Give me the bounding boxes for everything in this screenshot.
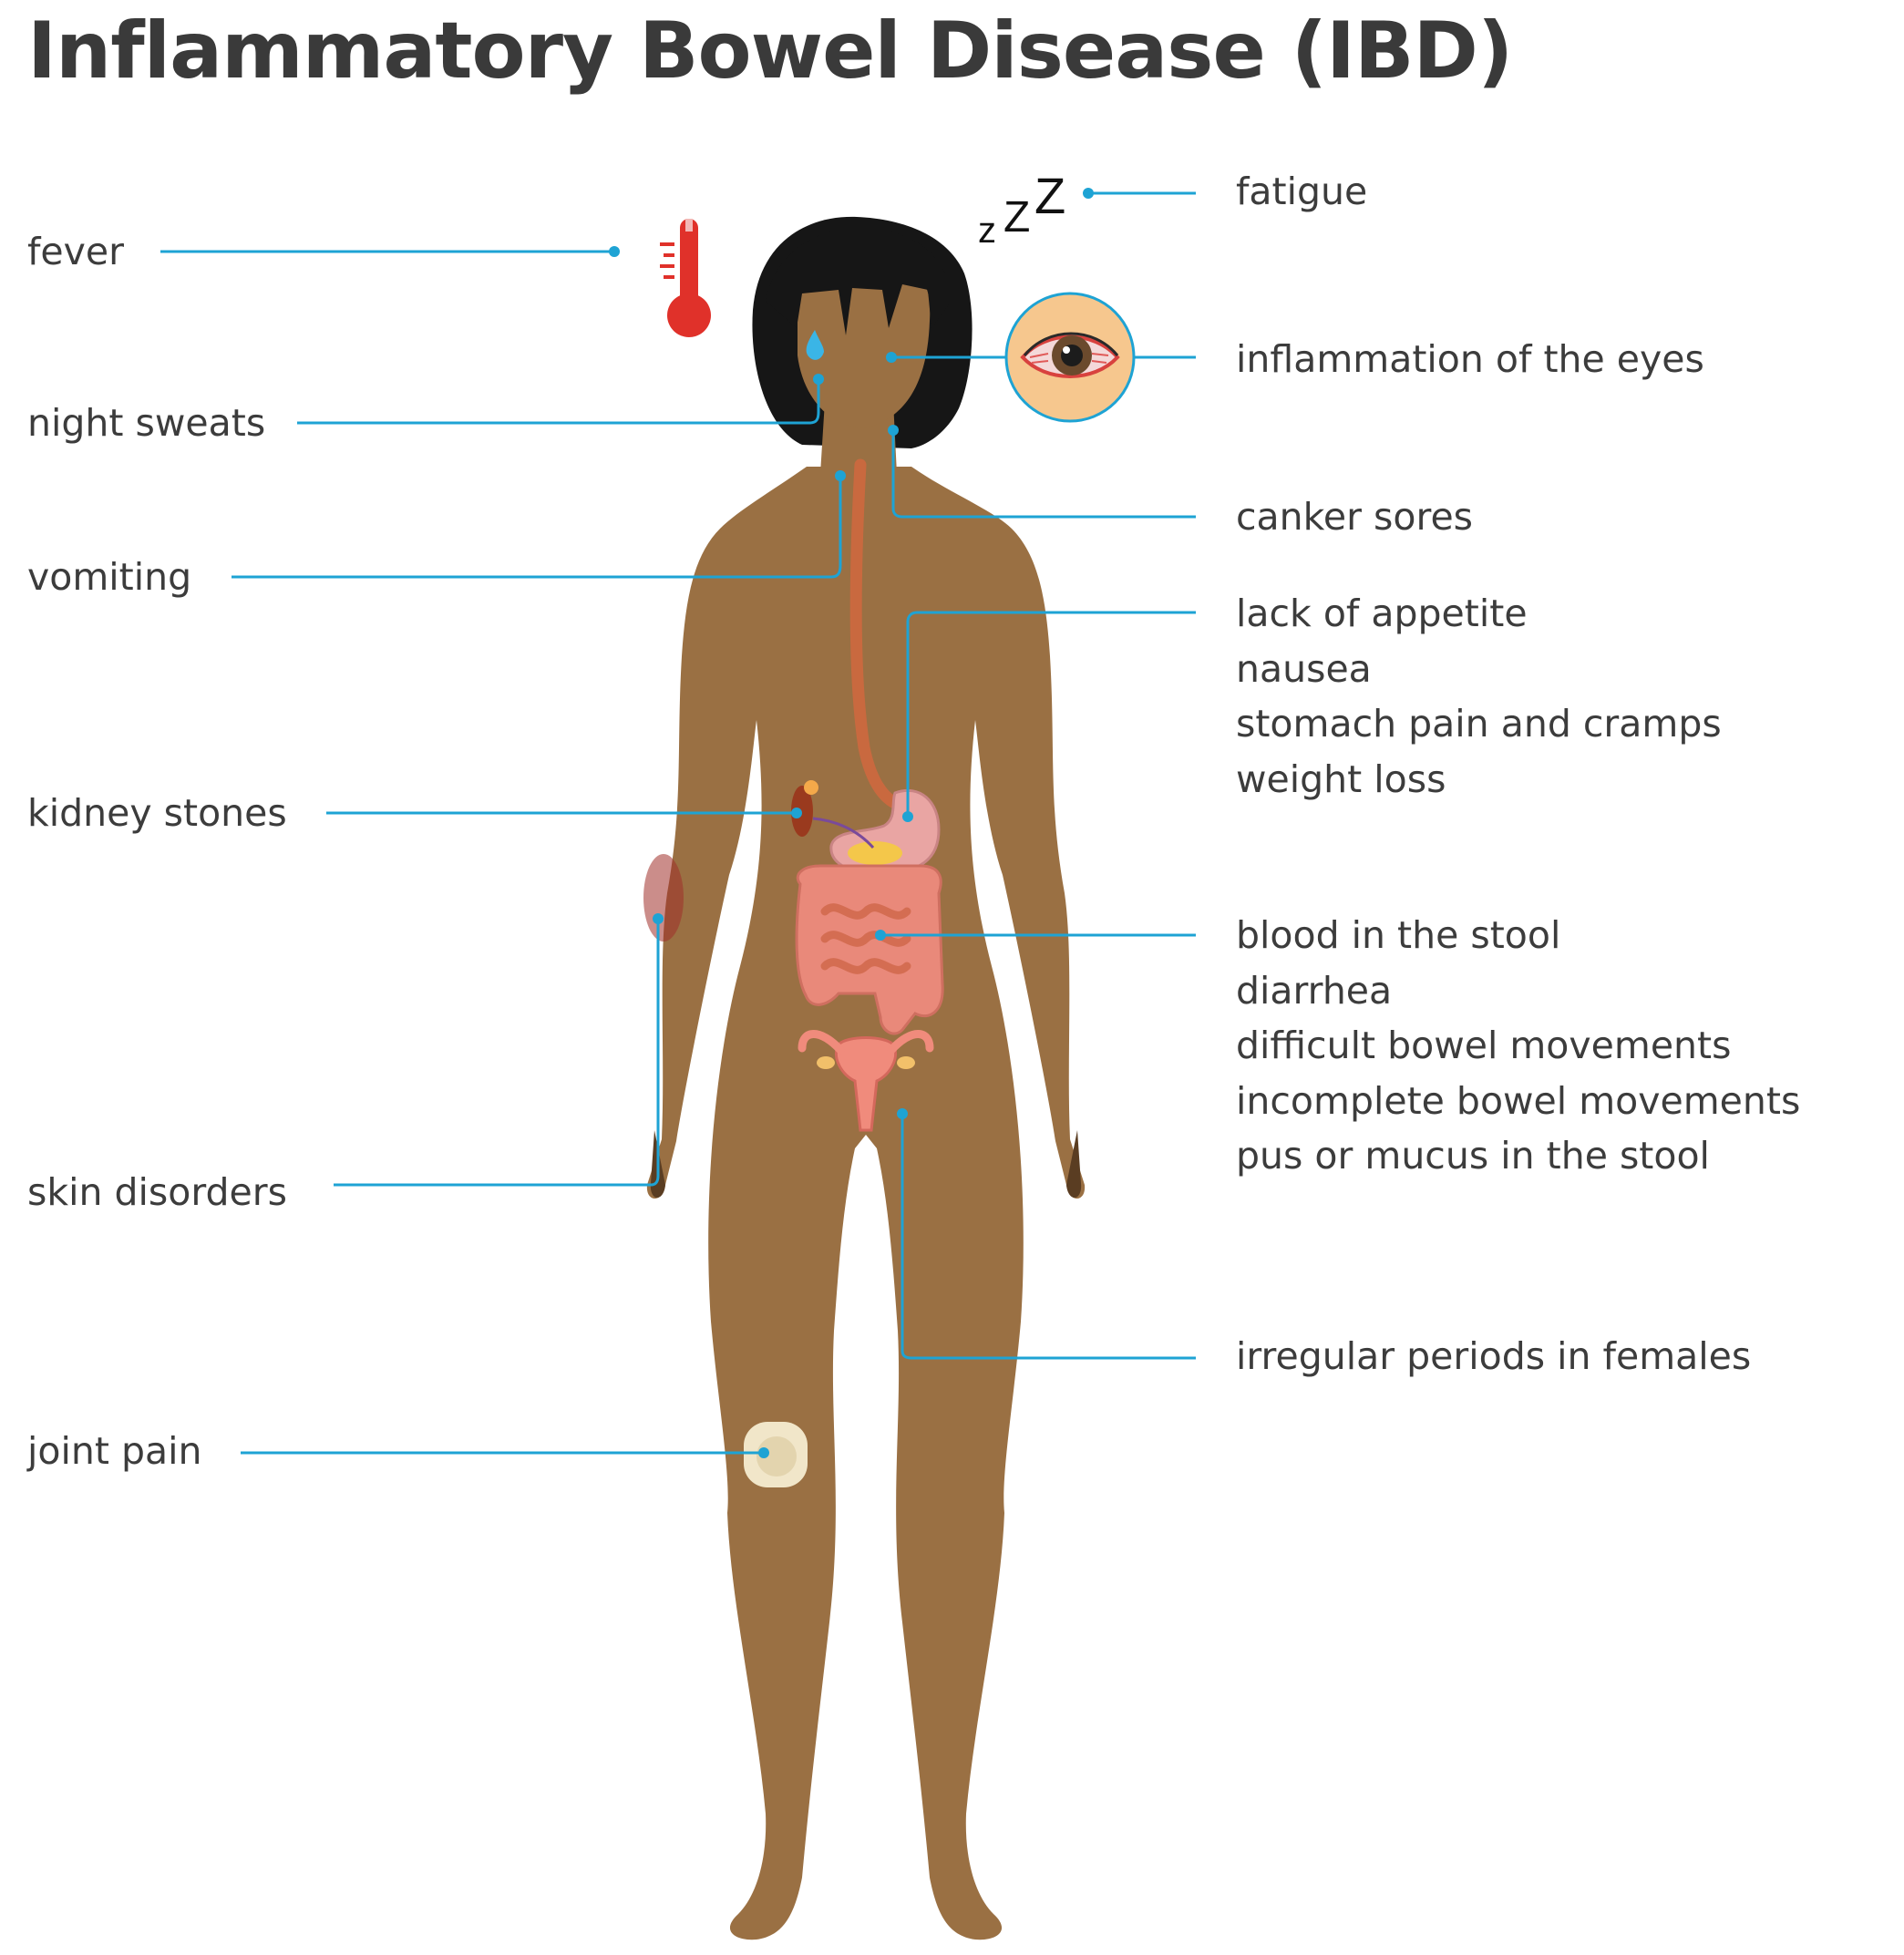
dot-eyes: [886, 352, 897, 363]
symptom-text: vomiting: [27, 555, 192, 599]
ureter: [812, 817, 875, 849]
torso-and-legs: [646, 467, 1086, 1940]
label-fever: fever: [27, 224, 124, 280]
leader-night-sweats: [297, 381, 820, 425]
internal-organs: [791, 458, 944, 1132]
skin-rash: [643, 854, 684, 941]
hair-bangs: [766, 228, 952, 335]
symptom-text: nausea: [1236, 646, 1372, 691]
pancreas: [848, 841, 902, 865]
label-stomach-group: lack of appetite nausea stomach pain and…: [1236, 586, 1722, 807]
label-eyes: inflammation of the eyes: [1236, 332, 1704, 387]
symptom-text: irregular periods in females: [1236, 1334, 1752, 1378]
label-joint-pain: joint pain: [27, 1424, 202, 1479]
face: [797, 268, 931, 428]
dot-skin-disorders: [653, 913, 664, 924]
symptom-text: inflammation of the eyes: [1236, 337, 1704, 381]
leader-skin-disorders: [334, 921, 660, 1187]
knee-joint-icon: [744, 1422, 808, 1487]
label-night-sweats: night sweats: [27, 396, 265, 451]
symptom-text: skin disorders: [27, 1170, 287, 1214]
dot-fatigue: [1083, 188, 1094, 199]
esophagus: [849, 458, 909, 812]
symptom-text: canker sores: [1236, 495, 1474, 539]
thermometer-icon: [660, 219, 711, 337]
leader-canker-sores: [891, 430, 1196, 519]
sleep-glyph-medium: Z: [1003, 193, 1030, 242]
symptom-text: joint pain: [27, 1429, 202, 1473]
red-eye-icon: [1004, 292, 1136, 423]
dot-fever: [609, 246, 620, 257]
dot-joint-pain: [758, 1447, 769, 1458]
dot-periods: [897, 1108, 908, 1119]
label-vomiting: vomiting: [27, 550, 191, 605]
ovary-right: [897, 1056, 915, 1069]
ovary-left: [817, 1056, 835, 1069]
dot-kidney-stones: [791, 808, 802, 818]
label-canker-sores: canker sores: [1236, 489, 1473, 545]
symptom-text: lack of appetite: [1236, 592, 1528, 635]
leader-stomach: [906, 611, 1196, 817]
dot-stomach: [902, 811, 913, 822]
symptom-text: pus or mucus in the stool: [1236, 1134, 1710, 1178]
zzz-sleep-icon: z Z Z: [978, 167, 1065, 251]
leader-dots: [609, 188, 1094, 1458]
page-title: Inflammatory Bowel Disease (IBD): [27, 5, 1513, 97]
dot-vomiting: [835, 470, 846, 481]
symptom-text: fatigue: [1236, 170, 1368, 213]
dot-canker-sores: [888, 425, 899, 436]
label-bowel-group: blood in the stool diarrhea difficult bo…: [1236, 908, 1800, 1184]
symptom-text: incomplete bowel movements: [1236, 1078, 1801, 1123]
leader-periods: [901, 1114, 1196, 1360]
label-skin-disorders: skin disorders: [27, 1165, 287, 1220]
symptom-text: weight loss: [1236, 756, 1446, 801]
right-hand-shadow: [1066, 1130, 1082, 1199]
sleep-glyph-small: z: [978, 211, 996, 251]
fallopian-tubes: [798, 1030, 934, 1055]
symptom-text: stomach pain and cramps: [1236, 702, 1722, 746]
symptom-text: blood in the stool: [1236, 913, 1561, 957]
kidney: [791, 786, 813, 837]
symptom-text: kidney stones: [27, 791, 287, 835]
label-fatigue: fatigue: [1236, 164, 1367, 220]
adrenal-gland: [804, 780, 818, 795]
small-intestine: [820, 903, 911, 974]
leader-vomiting: [232, 476, 842, 579]
symptom-text: night sweats: [27, 401, 266, 445]
symptom-text: fever: [27, 230, 125, 273]
label-periods: irregular periods in females: [1236, 1329, 1751, 1384]
dot-bowel: [875, 930, 886, 941]
sleep-glyph-large: Z: [1034, 167, 1065, 224]
dot-night-sweats: [813, 374, 824, 385]
sweat-drop-icon: [806, 330, 824, 360]
symptom-text: difficult bowel movements: [1236, 1024, 1732, 1067]
uterus: [834, 1036, 898, 1132]
leader-lines: [160, 191, 1196, 1455]
label-kidney-stones: kidney stones: [27, 786, 287, 841]
symptom-text: diarrhea: [1236, 968, 1393, 1013]
